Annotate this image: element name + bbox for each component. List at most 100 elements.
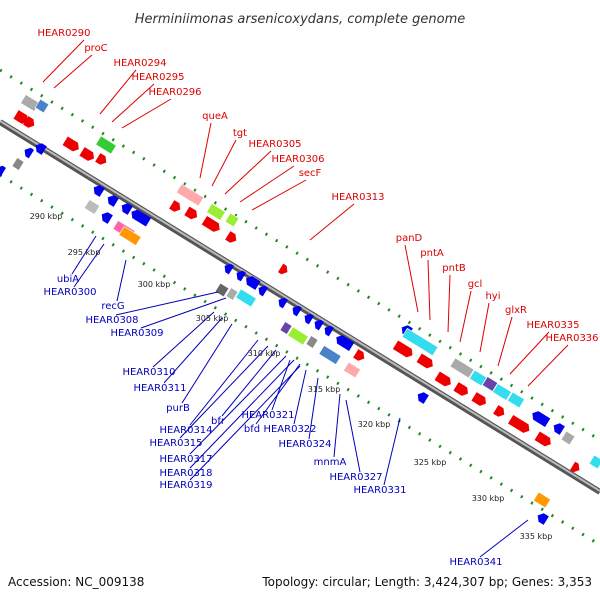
reverse-gene-label[interactable]: HEAR0308 [85, 315, 138, 326]
forward-gene-label[interactable]: glxR [505, 305, 527, 316]
forward-gene-label[interactable]: HEAR0296 [148, 87, 201, 98]
reverse-gene-label[interactable]: HEAR0318 [159, 468, 212, 479]
gene-glyph [206, 203, 226, 221]
forward-gene-label[interactable]: tgt [233, 128, 247, 139]
gene-glyph [279, 321, 293, 335]
gene-glyph [225, 287, 239, 301]
gene-glyph [492, 383, 512, 401]
forward-gene-label[interactable]: hyi [485, 291, 500, 302]
reverse-gene-label[interactable]: recG [101, 301, 124, 312]
reverse-gene-label[interactable]: HEAR0331 [353, 485, 406, 496]
accession-text: Accession: NC_009138 [8, 575, 144, 589]
reverse-gene-label[interactable]: HEAR0300 [43, 287, 96, 298]
forward-gene-label[interactable]: HEAR0305 [248, 139, 301, 150]
gene-glyph [34, 98, 50, 114]
reverse-gene-label[interactable]: HEAR0317 [159, 454, 212, 465]
gene-glyph [314, 319, 325, 331]
gene-glyph [469, 369, 487, 387]
gene-glyph [95, 153, 107, 165]
reverse-gene-label[interactable]: mnmA [314, 457, 347, 468]
gene-glyph [224, 212, 240, 228]
gene-glyph [532, 411, 551, 427]
reverse-gene-label[interactable]: HEAR0310 [122, 367, 175, 378]
gene-glyph [201, 216, 220, 232]
gene-glyph [401, 327, 439, 357]
gene-glyph [292, 305, 303, 317]
topology-text: Topology: circular; Length: 3,424,307 bp… [261, 575, 592, 589]
forward-gene-label[interactable]: queA [202, 111, 228, 122]
gene-glyph [121, 203, 133, 215]
gene-glyph [246, 276, 261, 290]
gene-glyph [449, 357, 475, 379]
reverse-gene-label[interactable]: purB [166, 403, 190, 414]
gene-glyph [278, 297, 289, 309]
gene-glyph [560, 430, 576, 446]
gene-glyph [434, 371, 451, 387]
forward-gene-label[interactable]: HEAR0295 [131, 72, 184, 83]
scale-label: 335 kbp [520, 532, 553, 541]
reverse-gene-label[interactable]: HEAR0314 [159, 425, 212, 436]
gene-glyph [20, 94, 40, 112]
forward-gene-label[interactable]: pntB [442, 263, 466, 274]
forward-gene-label[interactable]: secF [299, 168, 322, 179]
inner-ruler [0, 173, 600, 547]
scale-label: 305 kbp [196, 314, 229, 323]
reverse-gene-label[interactable]: HEAR0324 [278, 439, 331, 450]
gene-glyph [569, 461, 580, 473]
gene-glyph [277, 263, 288, 275]
forward-gene-label[interactable]: HEAR0294 [113, 58, 166, 69]
reverse-gene-label[interactable]: HEAR0322 [263, 424, 316, 435]
gene-glyph [11, 157, 25, 171]
forward-gene-label[interactable]: HEAR0336 [545, 333, 598, 344]
forward-gene-label[interactable]: HEAR0306 [271, 154, 324, 165]
map-title: Herminiimonas arsenicoxydans, complete g… [135, 12, 465, 27]
reverse-gene-label[interactable]: ubiA [57, 274, 79, 285]
reverse-gene-label[interactable]: HEAR0327 [329, 472, 382, 483]
reverse-gene-label[interactable]: HEAR0341 [449, 557, 502, 568]
gene-glyph [324, 325, 335, 337]
gene-glyph [258, 285, 269, 297]
gene-features [0, 94, 600, 525]
gene-glyph [416, 353, 433, 369]
reverse-gene-label[interactable]: HEAR0321 [241, 410, 294, 421]
gene-glyph [101, 212, 113, 224]
gene-glyph [588, 454, 600, 470]
scale-label: 300 kbp [138, 280, 171, 289]
genome-backbone-highlight [0, 120, 600, 492]
gene-glyph [107, 195, 119, 207]
scale-label: 320 kbp [358, 420, 391, 429]
gene-glyph [493, 405, 505, 417]
forward-gene-label[interactable]: HEAR0290 [37, 28, 90, 39]
gene-glyph [353, 349, 365, 361]
reverse-gene-label[interactable]: HEAR0319 [159, 480, 212, 491]
reverse-gene-label[interactable]: bfd [244, 424, 260, 435]
gene-glyph [537, 513, 549, 525]
label-leader-lines [42, 39, 569, 558]
forward-gene-label[interactable]: gcl [468, 279, 483, 290]
reverse-gene-label[interactable]: HEAR0315 [149, 438, 202, 449]
gene-glyph [214, 282, 230, 298]
forward-gene-label[interactable]: HEAR0313 [331, 192, 384, 203]
forward-gene-label[interactable]: proC [84, 43, 107, 54]
gene-glyph [304, 313, 315, 325]
forward-gene-label[interactable]: panD [396, 233, 423, 244]
gene-glyph [62, 136, 79, 152]
reverse-gene-label[interactable]: HEAR0311 [133, 383, 186, 394]
reverse-gene-label[interactable]: HEAR0309 [110, 328, 163, 339]
scale-label: 330 kbp [472, 494, 505, 503]
gene-glyph [93, 185, 105, 197]
gene-glyph [169, 200, 181, 212]
gene-glyph [0, 165, 7, 177]
gene-glyph [336, 335, 355, 351]
gene-glyph [24, 147, 35, 159]
gene-glyph [225, 231, 237, 243]
scale-label: 295 kbp [68, 248, 101, 257]
forward-gene-label[interactable]: pntA [420, 248, 444, 259]
gene-glyph [287, 326, 309, 346]
gene-glyph [236, 270, 247, 282]
reverse-gene-label[interactable]: bfr [211, 416, 226, 427]
forward-gene-label[interactable]: HEAR0335 [526, 320, 579, 331]
